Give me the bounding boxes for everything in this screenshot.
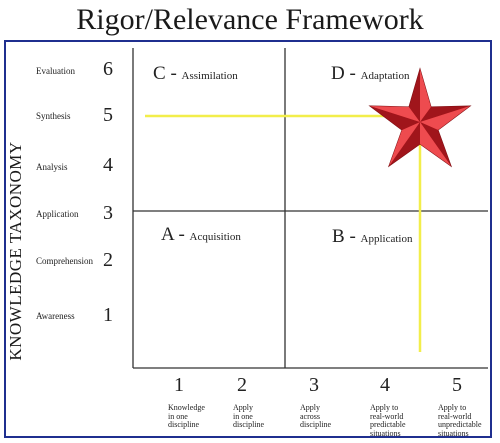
app-desc-5-line: situations [438, 428, 469, 438]
level-num-5: 5 [103, 104, 113, 126]
app-desc-4-line: predictable [370, 420, 406, 429]
quadrant-c-label: C - Assimilation [153, 63, 238, 85]
quadrant-a-label: A - Acquisition [161, 224, 241, 246]
level-name-evaluation: Evaluation [36, 66, 75, 76]
quadrant-c-text: Assimilation [181, 70, 238, 82]
app-desc-4-line: Apply to [370, 403, 399, 412]
quadrant-b-label: B - Application [332, 226, 412, 248]
app-desc-3-line: Apply [300, 403, 320, 412]
level-name-comprehension: Comprehension [36, 256, 93, 266]
app-desc-2-line: in one [233, 411, 253, 421]
quadrant-c-sep: - [165, 63, 182, 84]
app-desc-4: Apply to real-world predictable situatio… [370, 403, 440, 438]
quadrant-a-text: Acquisition [189, 231, 241, 243]
app-desc-1-line: Knowledge [168, 403, 205, 412]
app-desc-3-line: across [300, 411, 320, 421]
app-num-3: 3 [309, 374, 319, 396]
app-desc-4-line: situations [370, 428, 401, 438]
app-num-1: 1 [174, 374, 184, 396]
quadrant-d-text: Adaptation [360, 70, 410, 82]
level-name-synthesis: Synthesis [36, 111, 71, 121]
app-desc-2-line: Apply [233, 403, 253, 412]
quadrant-a-letter: A [161, 224, 174, 245]
app-desc-5-line: unpredictable [438, 420, 482, 429]
app-desc-3-line: discipline [300, 420, 332, 429]
quadrant-b-text: Application [360, 233, 413, 245]
star-icon [368, 67, 472, 168]
level-num-2: 2 [103, 249, 113, 271]
level-name-analysis: Analysis [36, 162, 68, 172]
quadrant-d-letter: D [331, 63, 345, 84]
app-num-5: 5 [452, 374, 462, 396]
quadrant-d-label: D - Adaptation [331, 63, 409, 85]
quadrant-d-sep: - [344, 63, 361, 84]
quadrant-a-sep: - [173, 224, 190, 245]
quadrant-b-letter: B [332, 226, 345, 247]
app-desc-1-line: in one [168, 411, 188, 421]
level-num-6: 6 [103, 58, 113, 80]
level-num-1: 1 [103, 304, 113, 326]
app-desc-1: Knowledge in one discipline [168, 403, 238, 430]
app-num-4: 4 [380, 374, 390, 396]
app-desc-2: Apply in one discipline [233, 403, 303, 430]
framework-frame [4, 40, 492, 438]
app-desc-3: Apply across discipline [300, 403, 370, 430]
level-num-4: 4 [103, 154, 113, 176]
quadrant-b-sep: - [344, 226, 361, 247]
app-desc-4-line: real-world [370, 411, 404, 421]
app-desc-5: Apply to real-world unpredictable situat… [438, 403, 500, 438]
app-desc-5-line: real-world [438, 411, 472, 421]
app-desc-2-line: discipline [233, 420, 265, 429]
app-num-2: 2 [237, 374, 247, 396]
quadrant-c-letter: C [153, 63, 166, 84]
level-num-3: 3 [103, 202, 113, 224]
level-name-awareness: Awareness [36, 311, 75, 321]
app-desc-1-line: discipline [168, 420, 200, 429]
level-name-application: Application [36, 209, 79, 219]
page-title: Rigor/Relevance Framework [76, 3, 424, 36]
app-desc-5-line: Apply to [438, 403, 467, 412]
